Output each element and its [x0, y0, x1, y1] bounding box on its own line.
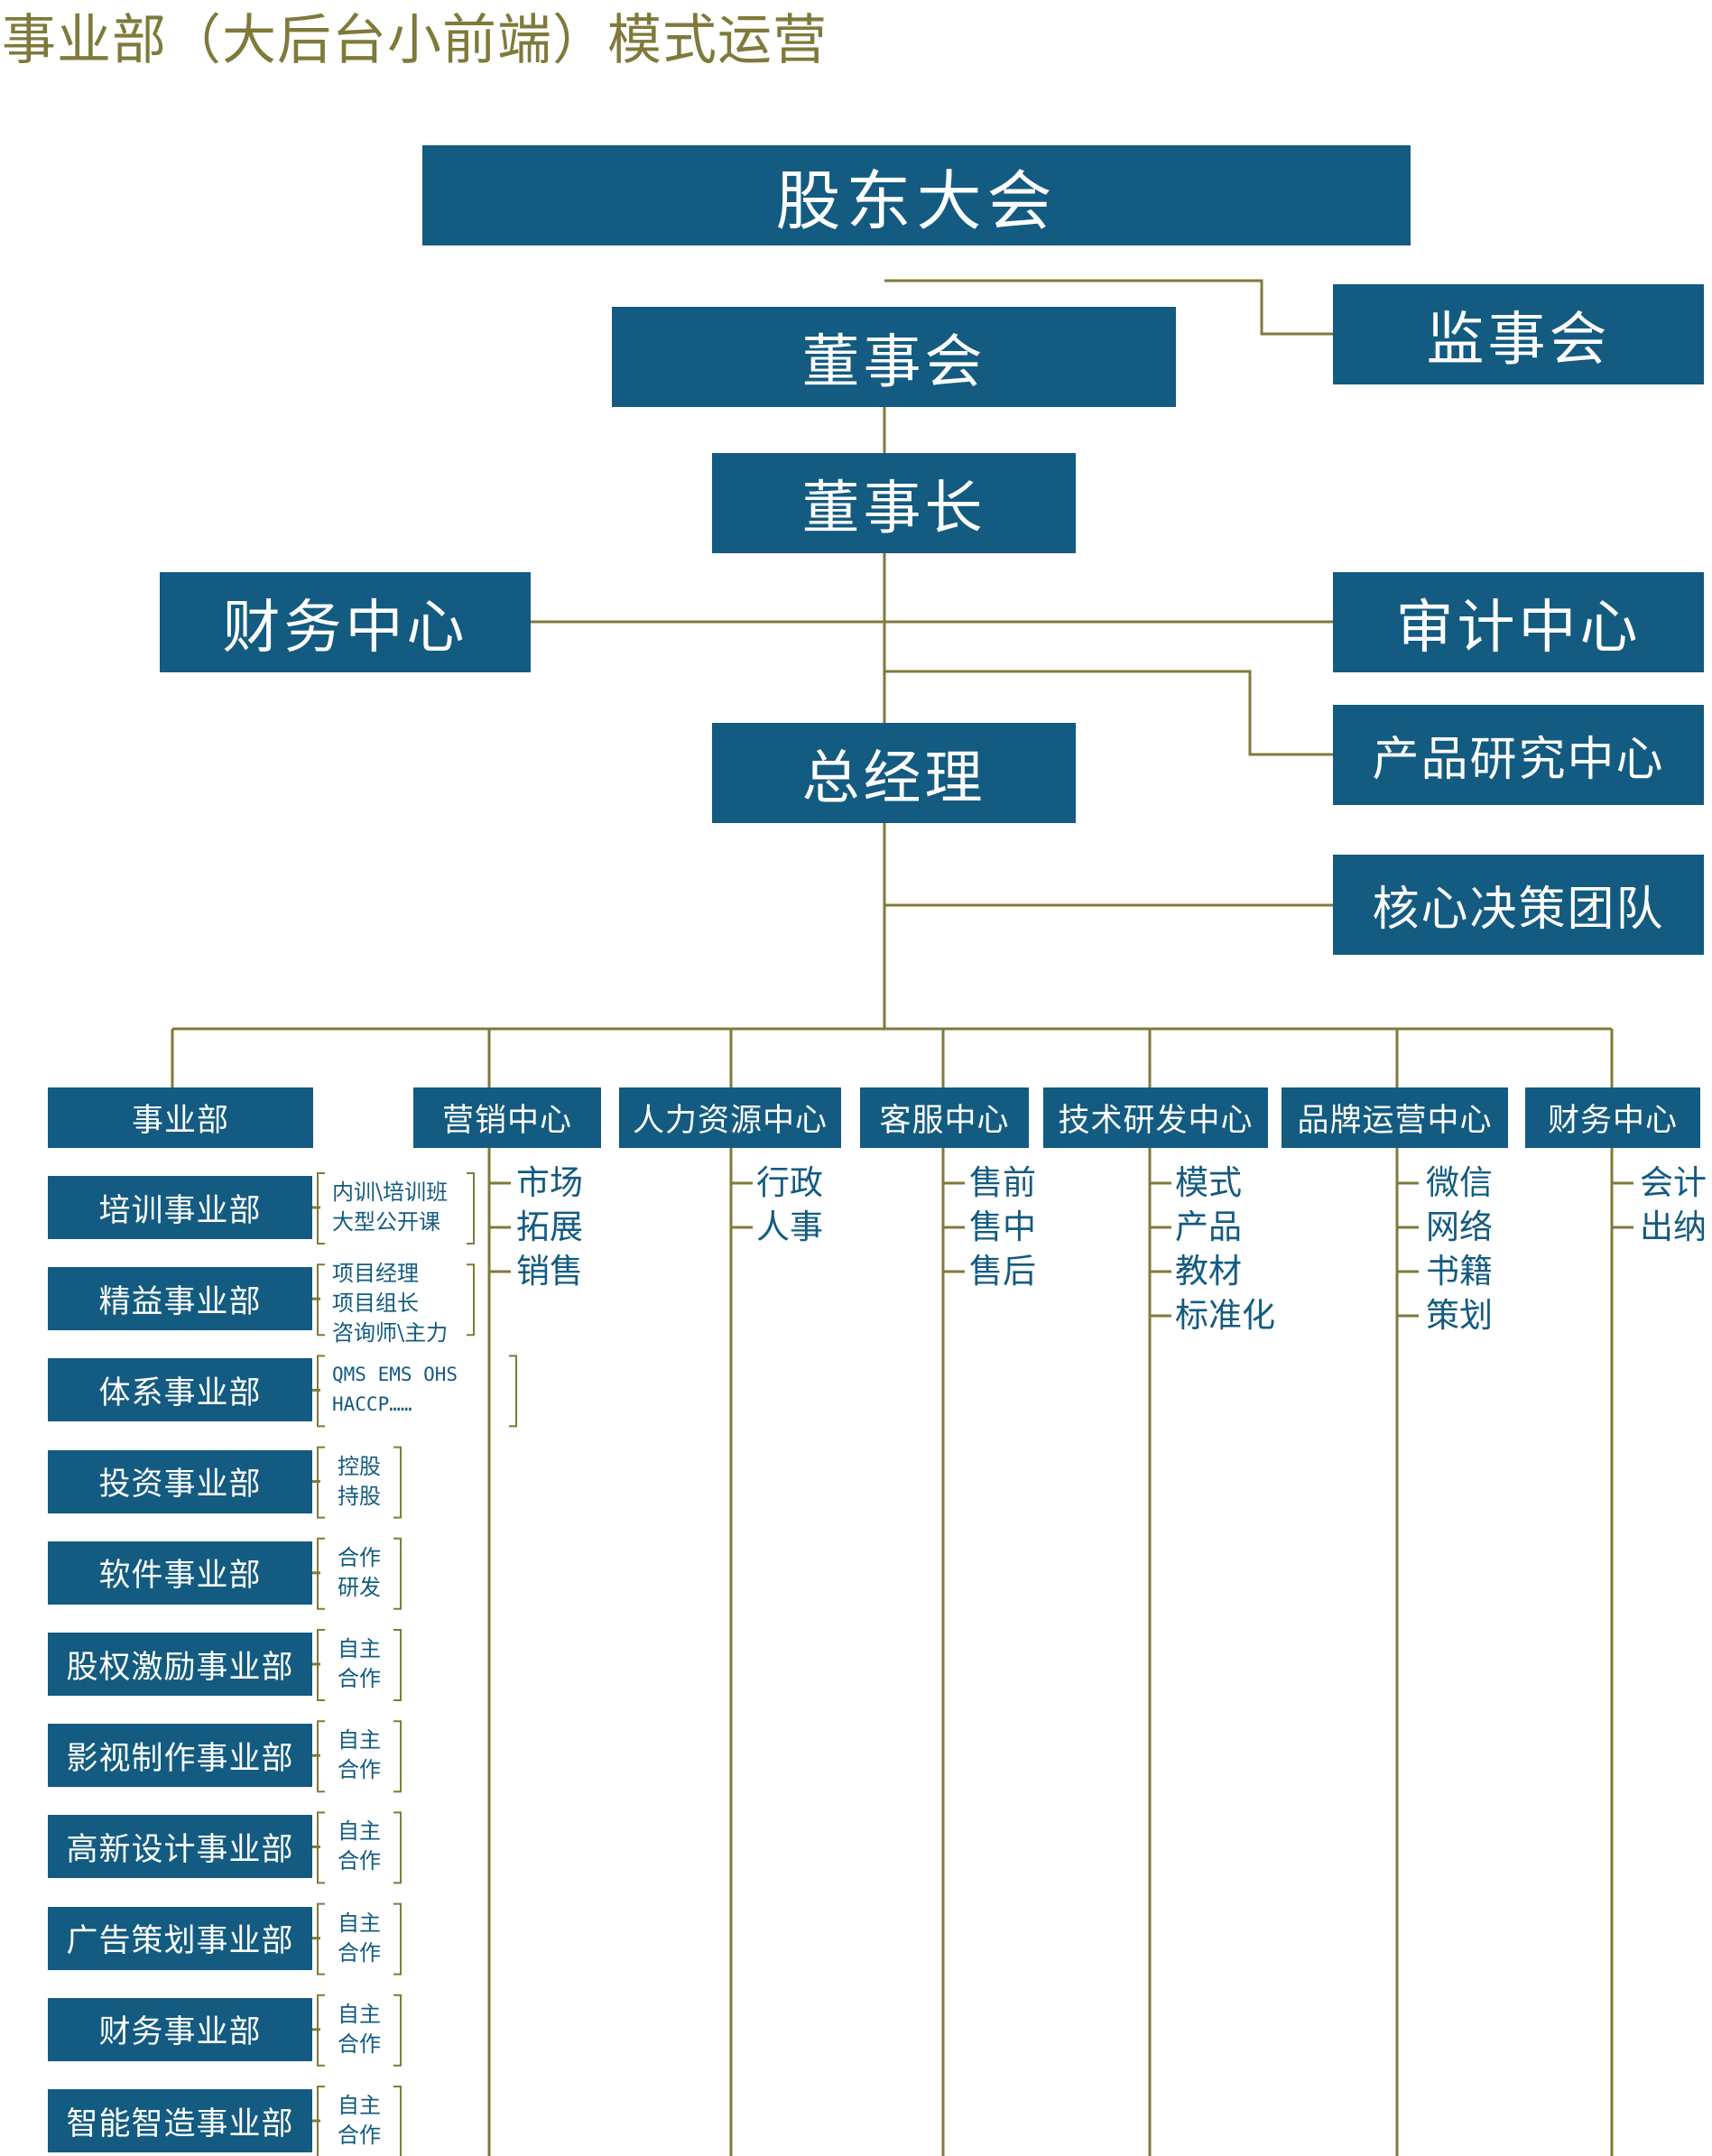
center-box: 客服中心: [860, 1087, 1029, 1148]
bracket-right: [393, 1811, 402, 1884]
center-item: 微信: [1426, 1163, 1493, 1202]
center-item: 售前: [969, 1163, 1036, 1202]
bracket-right: [467, 1172, 475, 1245]
division-note: 项目组长: [332, 1291, 419, 1317]
bracket-left: [317, 1172, 325, 1245]
center-item: 拓展: [516, 1208, 583, 1246]
division-note: 自主: [338, 2093, 381, 2118]
audit-center-box: 审计中心: [1333, 572, 1704, 672]
division-note: 项目经理: [332, 1261, 419, 1287]
product-rd-center-box: 产品研究中心: [1333, 705, 1704, 805]
division-box: 智能智造事业部: [48, 2089, 312, 2152]
center-item: 售中: [969, 1208, 1036, 1246]
division-note: 合作: [338, 2123, 381, 2148]
division-note: 自主: [338, 1727, 381, 1753]
division-box: 软件事业部: [48, 1541, 312, 1605]
division-box: 影视制作事业部: [48, 1724, 312, 1788]
division-note: 持股: [338, 1483, 381, 1509]
center-item: 模式: [1175, 1163, 1242, 1202]
center-item: 出纳: [1640, 1208, 1707, 1246]
bracket-right: [393, 1629, 402, 1701]
division-box: 培训事业部: [48, 1176, 312, 1239]
division-note: QMS EMS OHS: [332, 1364, 458, 1386]
division-note: 合作: [338, 1848, 381, 1874]
connector-product-rd: [884, 670, 1333, 756]
bracket-right: [393, 1720, 402, 1793]
division-note: 控股: [338, 1453, 381, 1479]
division-note: 自主: [338, 1636, 381, 1661]
general-manager-box: 总经理: [712, 723, 1076, 823]
shareholders-box: 股东大会: [422, 145, 1411, 245]
bracket-left: [317, 1446, 325, 1519]
division-note: 合作: [338, 1757, 381, 1783]
center-item: 会计: [1640, 1163, 1707, 1202]
bracket-right: [393, 1537, 402, 1610]
center-item: 教材: [1175, 1252, 1242, 1291]
supervisors-box: 监事会: [1333, 284, 1704, 384]
center-item: 市场: [516, 1163, 583, 1202]
division-note: 研发: [338, 1574, 381, 1600]
connector-supervisors: [884, 279, 1333, 336]
center-item: 产品: [1175, 1208, 1242, 1246]
bracket-left: [317, 1263, 325, 1337]
division-note: 合作: [338, 1939, 381, 1966]
bracket-left: [317, 1629, 325, 1701]
center-item: 销售: [516, 1252, 583, 1291]
center-box: 财务中心: [1525, 1087, 1700, 1148]
division-note: 自主: [338, 1910, 381, 1936]
bracket-left: [317, 1811, 325, 1884]
division-note: HACCP……: [332, 1393, 412, 1416]
center-box: 技术研发中心: [1043, 1087, 1268, 1148]
division-box: 广告策划事业部: [48, 1906, 312, 1970]
division-note: 自主: [338, 1818, 381, 1845]
bracket-right: [509, 1355, 517, 1428]
center-box: 品牌运营中心: [1282, 1087, 1508, 1148]
bracket-right: [393, 1994, 402, 2067]
division-box: 投资事业部: [48, 1449, 312, 1513]
division-box: 精益事业部: [48, 1267, 312, 1331]
center-item: 售后: [969, 1252, 1036, 1291]
bracket-right: [467, 1263, 475, 1337]
division-note: 合作: [338, 2031, 381, 2057]
bracket-left: [317, 1355, 325, 1428]
division-box: 财务事业部: [48, 1997, 312, 2061]
center-item: 人事: [756, 1208, 823, 1246]
center-box: 人力资源中心: [619, 1087, 841, 1148]
board-box: 董事会: [612, 307, 1176, 407]
division-note: 合作: [338, 1666, 381, 1691]
center-item: 标准化: [1175, 1296, 1275, 1335]
bracket-left: [317, 1537, 325, 1610]
bracket-left: [317, 1902, 325, 1976]
finance-center-box: 财务中心: [160, 572, 531, 672]
center-box: 营销中心: [413, 1087, 601, 1148]
division-note: 合作: [338, 1544, 381, 1570]
division-note: 内训\培训班: [332, 1180, 449, 1205]
division-box: 股权激励事业部: [48, 1633, 312, 1696]
bracket-left: [317, 1720, 325, 1793]
bracket-right: [393, 1446, 402, 1519]
center-item: 策划: [1426, 1296, 1493, 1335]
division-box: 高新设计事业部: [48, 1815, 312, 1879]
chairman-box: 董事长: [712, 453, 1076, 553]
center-item: 行政: [756, 1163, 823, 1202]
division-note: 咨询师\主力: [332, 1320, 449, 1346]
core-team-box: 核心决策团队: [1333, 855, 1704, 955]
bracket-left: [317, 1994, 325, 2067]
division-note: 大型公开课: [332, 1209, 440, 1235]
center-box: 事业部: [48, 1087, 313, 1148]
center-item: 网络: [1426, 1208, 1493, 1246]
bracket-right: [393, 2086, 402, 2156]
division-note: 自主: [338, 2001, 381, 2027]
bracket-left: [317, 2086, 325, 2156]
center-item: 书籍: [1426, 1252, 1493, 1291]
page-title: 事业部（大后台小前端）模式运营: [2, 9, 828, 72]
bracket-right: [393, 1902, 402, 1976]
division-box: 体系事业部: [48, 1358, 312, 1422]
